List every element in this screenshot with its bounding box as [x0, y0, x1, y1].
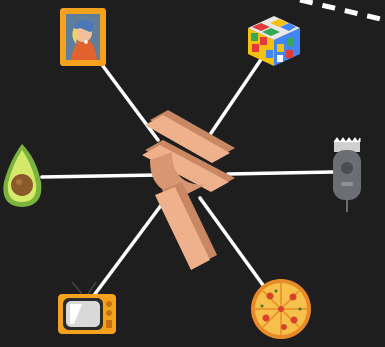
girl-with-pearl-earring-painting-icon — [60, 8, 106, 66]
avocado-icon — [3, 144, 41, 207]
rupee-sign-icon — [142, 110, 235, 270]
spoke-painting — [100, 62, 158, 140]
retro-tv-icon — [58, 282, 116, 334]
spoke-television — [92, 200, 165, 298]
spoke-rubiks-cube — [205, 58, 262, 142]
rubiks-cube-icon — [248, 16, 300, 66]
pizza-icon — [251, 279, 311, 339]
dashed-border — [300, 0, 385, 20]
spoke-avocado — [42, 175, 160, 177]
hair-clipper-icon — [333, 138, 361, 212]
spoke-hair-clipper — [228, 172, 333, 174]
